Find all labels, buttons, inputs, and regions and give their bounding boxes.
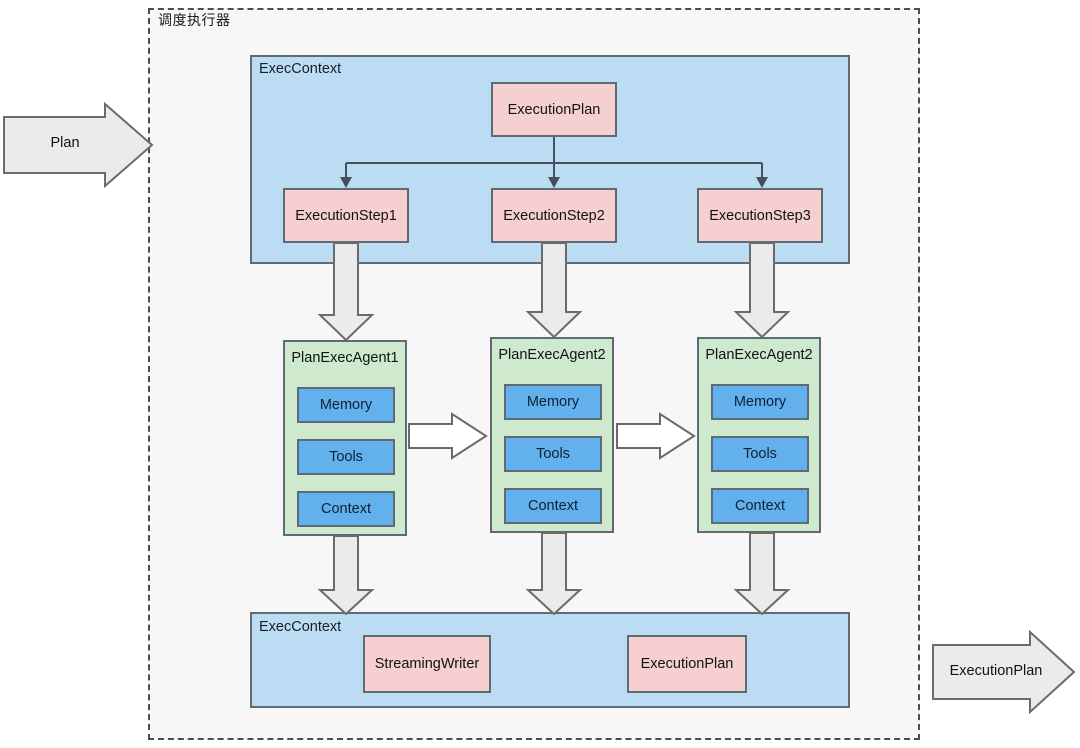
plan-exec-agent-2-label: PlanExecAgent2 [498, 347, 606, 363]
agent-1-context[interactable]: Context [297, 491, 395, 527]
plan-exec-agent-1[interactable]: PlanExecAgent1 Memory Tools Context [283, 340, 407, 536]
agent-2-tools[interactable]: Tools [504, 436, 602, 472]
execution-step-2-node[interactable]: ExecutionStep2 [491, 188, 617, 243]
exec-context-bottom: ExecContext [250, 612, 850, 708]
agent-1-tools[interactable]: Tools [297, 439, 395, 475]
plan-exec-agent-2[interactable]: PlanExecAgent2 Memory Tools Context [490, 337, 614, 533]
agent-3-tools[interactable]: Tools [711, 436, 809, 472]
scheduler-label: 调度执行器 [158, 12, 231, 28]
agent-2-context[interactable]: Context [504, 488, 602, 524]
plan-exec-agent-1-label: PlanExecAgent1 [291, 350, 399, 366]
streaming-writer-node[interactable]: StreamingWriter [363, 635, 491, 693]
agent-1-memory[interactable]: Memory [297, 387, 395, 423]
plan-exec-agent-3-label: PlanExecAgent2 [705, 347, 813, 363]
execution-step-3-node[interactable]: ExecutionStep3 [697, 188, 823, 243]
agent-3-context[interactable]: Context [711, 488, 809, 524]
execution-step-1-node[interactable]: ExecutionStep1 [283, 188, 409, 243]
plan-exec-agent-3[interactable]: PlanExecAgent2 Memory Tools Context [697, 337, 821, 533]
execution-plan-node[interactable]: ExecutionPlan [491, 82, 617, 137]
agent-2-memory[interactable]: Memory [504, 384, 602, 420]
exec-context-top-label: ExecContext [259, 61, 342, 77]
execution-plan-output-node[interactable]: ExecutionPlan [627, 635, 747, 693]
plan-input-arrow-label: Plan [50, 135, 80, 151]
execution-plan-output-arrow-label: ExecutionPlan [949, 663, 1043, 679]
agent-3-memory[interactable]: Memory [711, 384, 809, 420]
exec-context-bottom-label: ExecContext [259, 619, 342, 635]
